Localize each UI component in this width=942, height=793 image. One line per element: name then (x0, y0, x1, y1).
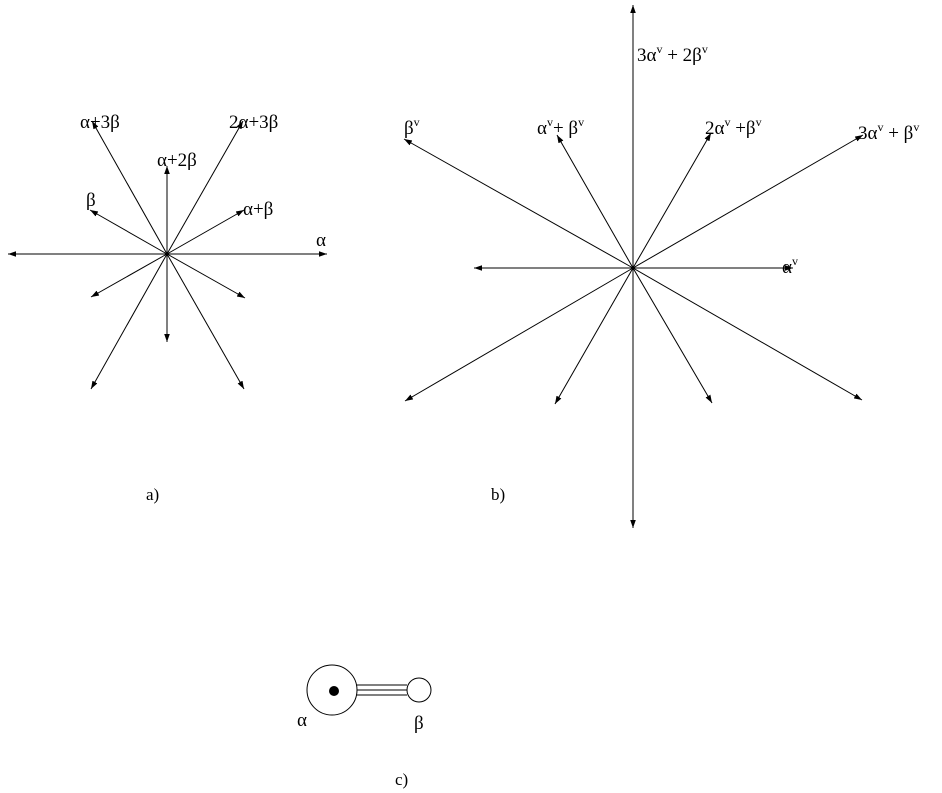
panel-a-root-diagram: α β α+β α+2β α+3β 2α+3β a) (8, 112, 327, 504)
label-beta-v: βv (404, 115, 420, 139)
coroot-arrow-3alpha-v-plus-beta-v (632, 134, 864, 269)
label-alpha-v-plus-beta-v: αv+ βv (537, 115, 584, 139)
dynkin-node-alpha-marker (329, 686, 339, 696)
dynkin-label-beta: β (414, 713, 424, 734)
panel-c-dynkin-diagram: α β c) (297, 664, 432, 789)
root-arrow-neg-2alpha-plus-3beta (90, 253, 168, 390)
label-alpha-v: αv (782, 254, 798, 278)
dynkin-node-beta (406, 677, 432, 703)
coroot-arrow-beta-v (403, 138, 634, 269)
root-arrow-2alpha-plus-3beta (166, 120, 244, 255)
root-arrow-alpha-plus-3beta (91, 120, 168, 255)
label-beta: β (86, 190, 96, 211)
root-arrow-alpha-plus-beta (166, 209, 245, 255)
label-3alpha-v-plus-beta-v: 3αv + βv (858, 120, 919, 144)
label-2alpha-v-plus-beta-v: 2αv +βv (705, 115, 762, 139)
coroot-arrow-neg-2alpha-v-plus-beta-v (554, 267, 634, 405)
label-alpha-plus-3beta: α+3β (80, 112, 120, 133)
coroot-arrow-neg-beta-v (632, 267, 863, 401)
root-arrow-neg-alpha-plus-beta (90, 253, 168, 298)
root-arrow-neg-alpha-plus-3beta (166, 253, 245, 390)
caption-c: c) (395, 770, 408, 789)
coroot-arrow-neg-alpha-v-plus-beta-v (632, 267, 713, 404)
coroot-arrow-alpha-v-plus-beta-v (556, 134, 634, 269)
label-3alpha-v-plus-2beta-v: 3αv + 2βv (637, 42, 708, 66)
panel-b-coroot-diagram: αv βv αv+ βv 2αv +βv 3αv + βv 3αv + 2βv … (403, 5, 919, 528)
label-alpha-plus-2beta: α+2β (157, 150, 197, 171)
root-arrow-neg-beta (166, 253, 246, 299)
coroot-arrow-2alpha-v-plus-beta-v (632, 132, 712, 269)
coroot-arrow-neg-3alpha-v-plus-beta-v (404, 267, 634, 402)
caption-b: b) (491, 485, 505, 504)
caption-a: a) (146, 485, 159, 504)
dynkin-label-alpha: α (297, 710, 307, 731)
label-alpha-plus-beta: α+β (243, 199, 273, 220)
root-arrow-beta (89, 209, 168, 255)
label-2alpha-plus-3beta: 2α+3β (229, 112, 278, 133)
label-alpha: α (316, 230, 326, 251)
